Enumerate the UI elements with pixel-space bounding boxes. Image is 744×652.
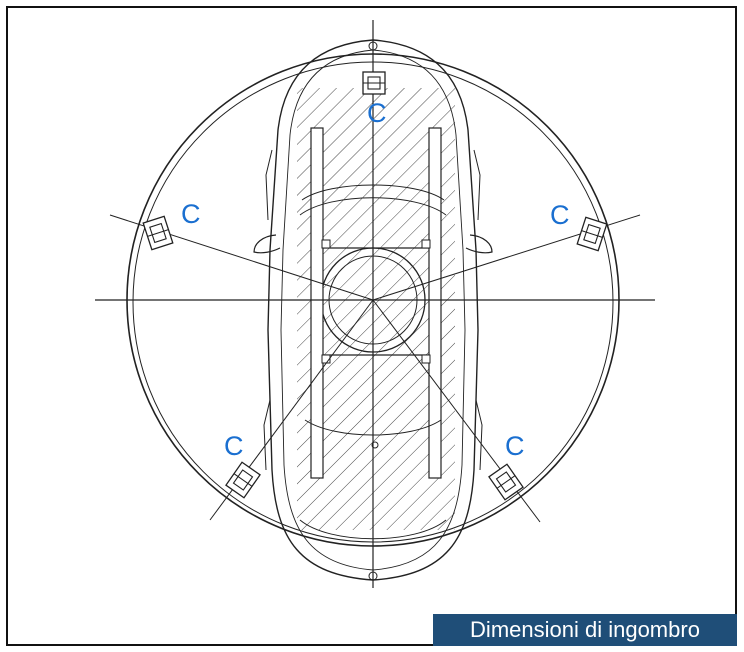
column-post-icon — [488, 463, 524, 501]
column-label-bottom-left: C — [224, 431, 244, 461]
column-post-icon — [142, 215, 174, 251]
lift-platform-hatch — [297, 88, 455, 530]
column-label-top: C — [367, 98, 387, 128]
column-label-bottom-right: C — [505, 431, 525, 461]
column-post-icon — [225, 461, 261, 499]
caption-banner: Dimensioni di ingombro — [433, 614, 737, 646]
column-label-right: C — [550, 200, 570, 230]
axis-lines — [95, 20, 655, 588]
column-label-left: C — [181, 199, 201, 229]
column-post-icon — [362, 71, 386, 95]
column-post-icon — [576, 216, 608, 252]
